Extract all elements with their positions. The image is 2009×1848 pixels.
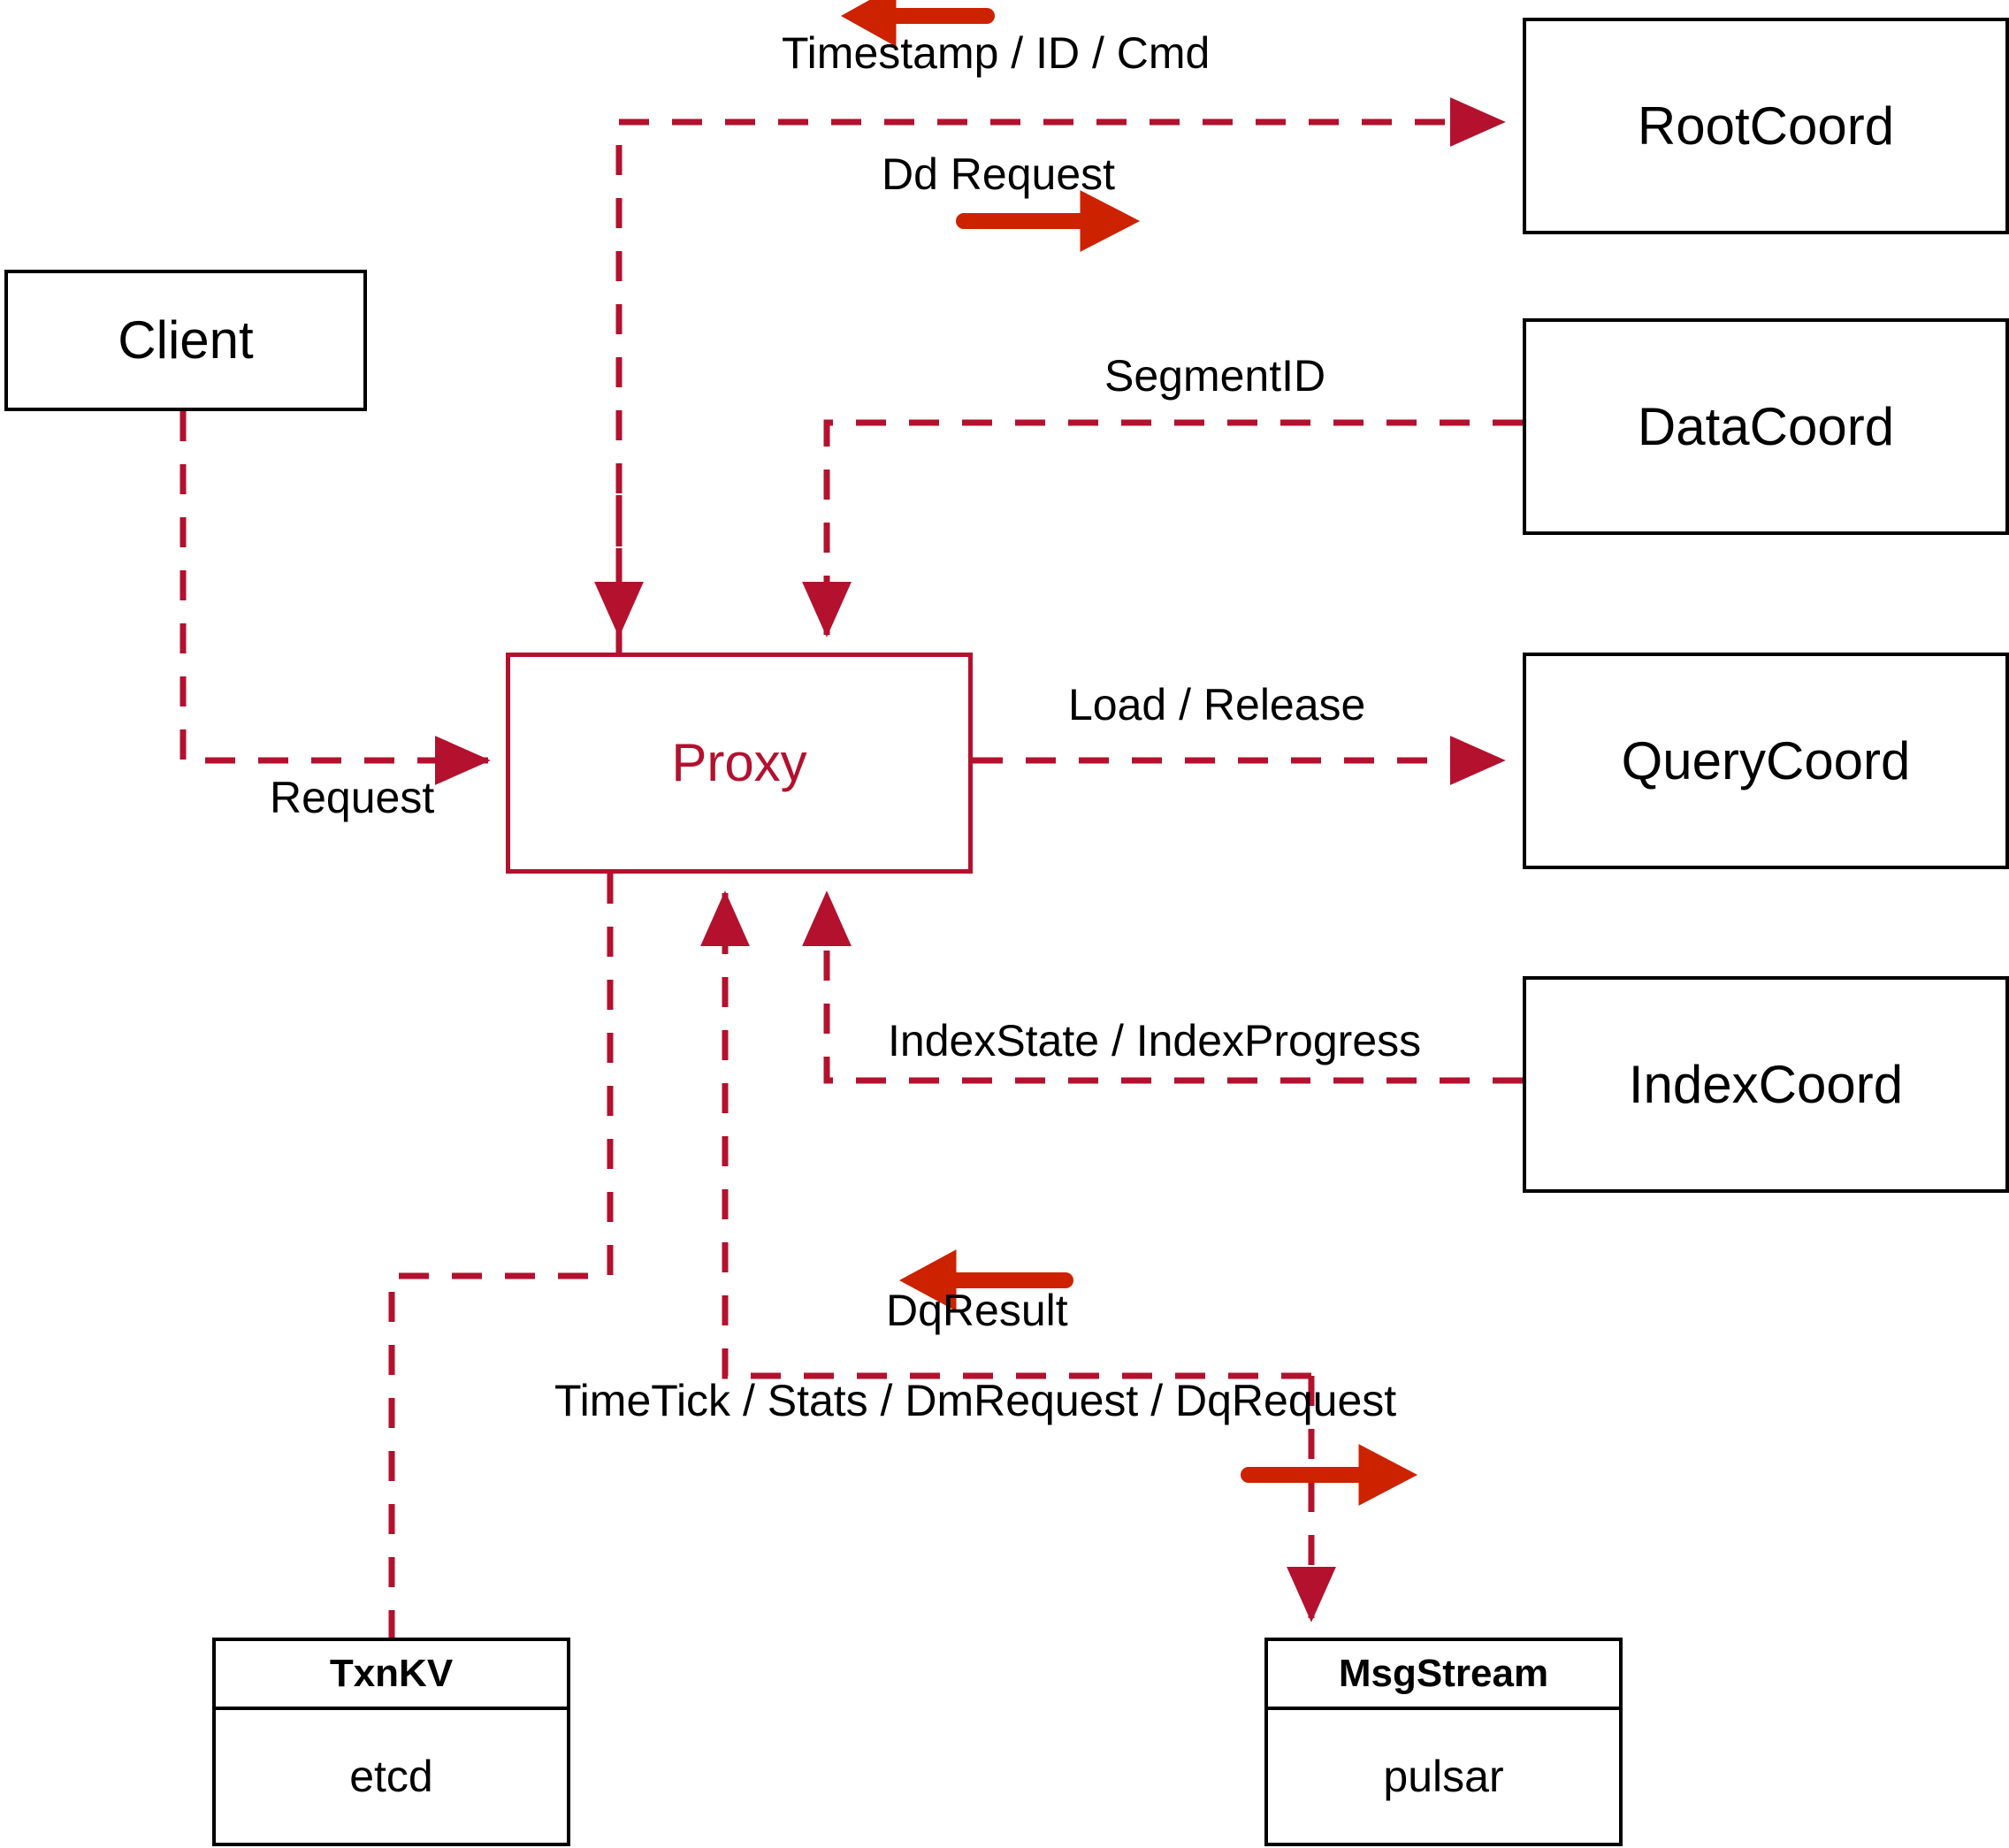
- edge-label-request: Request: [270, 773, 435, 822]
- node-indexcoord[interactable]: IndexCoord: [1523, 976, 2009, 1193]
- node-proxy-label: Proxy: [671, 733, 807, 792]
- node-txnkv[interactable]: TxnKV etcd: [212, 1638, 570, 1846]
- timetick-arrow-icon: [1241, 1444, 1418, 1506]
- node-querycoord[interactable]: QueryCoord: [1523, 653, 2009, 869]
- dd-request-arrow-icon: [956, 190, 1141, 252]
- edge-label-indexstate-indexprogress: IndexState / IndexProgress: [888, 1016, 1422, 1065]
- edge-msgstream-to-proxy: [700, 890, 1311, 1379]
- node-msgstream-header: MsgStream: [1268, 1641, 1619, 1710]
- dqresult-arrow-icon: [898, 1249, 1073, 1311]
- node-msgstream-header-label: MsgStream: [1338, 1652, 1549, 1695]
- node-proxy[interactable]: Proxy: [506, 653, 973, 874]
- node-rootcoord[interactable]: RootCoord: [1523, 18, 2009, 234]
- edge-label-timestamp-id-cmd: Timestamp / ID / Cmd: [782, 28, 1211, 78]
- node-msgstream-body: pulsar: [1268, 1710, 1619, 1843]
- edge-label-load-release: Load / Release: [1068, 680, 1366, 729]
- node-txnkv-body-label: etcd: [349, 1752, 433, 1801]
- edge-proxy-to-rootcoord: [615, 97, 1506, 653]
- node-client-label: Client: [118, 310, 254, 370]
- node-rootcoord-label: RootCoord: [1637, 95, 1895, 156]
- node-txnkv-header-label: TxnKV: [329, 1652, 454, 1695]
- timestamp-arrow-icon: [840, 0, 995, 47]
- node-datacoord[interactable]: DataCoord: [1523, 318, 2009, 535]
- node-datacoord-label: DataCoord: [1637, 396, 1895, 456]
- edge-label-dd-request: Dd Request: [882, 149, 1116, 199]
- node-querycoord-label: QueryCoord: [1621, 730, 1911, 790]
- edge-datacoord-to-proxy: [802, 419, 1523, 638]
- edge-client-to-proxy: [180, 411, 491, 785]
- node-txnkv-body: etcd: [216, 1710, 567, 1843]
- edge-indexcoord-to-proxy: [802, 890, 1523, 1084]
- edge-label-dqresult: DqResult: [886, 1286, 1068, 1335]
- edge-proxy-to-txnkv: [388, 874, 614, 1638]
- node-msgstream-body-label: pulsar: [1383, 1752, 1504, 1801]
- node-msgstream[interactable]: MsgStream pulsar: [1264, 1638, 1623, 1846]
- node-client[interactable]: Client: [4, 270, 367, 411]
- node-indexcoord-label: IndexCoord: [1628, 1054, 1904, 1114]
- edge-label-segmentid: SegmentID: [1104, 351, 1326, 401]
- edge-label-timetick-stats-dmrequest-dqrequest: TimeTick / Stats / DmRequest / DqRequest: [554, 1376, 1397, 1425]
- node-txnkv-header: TxnKV: [216, 1641, 567, 1710]
